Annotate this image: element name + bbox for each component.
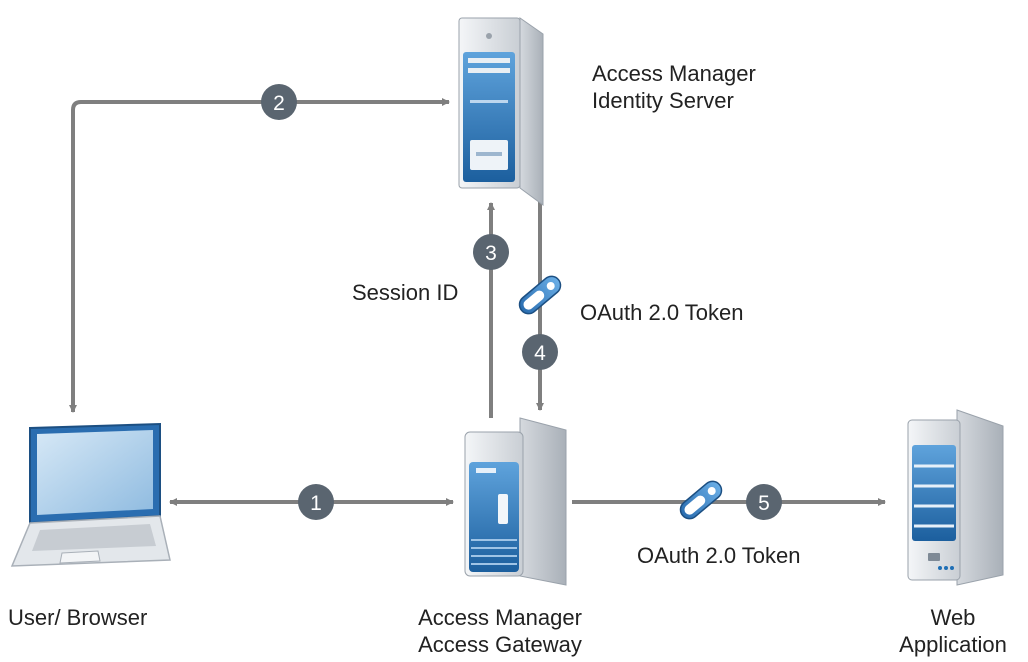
step-badge-3: 3 [473,234,509,270]
identity-server-label-line2: Identity Server [592,88,734,113]
step-number-2: 2 [273,92,285,115]
access-gateway-label-line2: Access Gateway [418,632,582,657]
identity-server-label-line1: Access Manager [592,61,756,86]
oauth-token-label-vertical: OAuth 2.0 Token [580,300,744,325]
access-gateway-label-line1: Access Manager [418,605,582,630]
web-application-icon [907,409,1004,586]
step-number-5: 5 [758,492,770,515]
identity-server-icon [458,17,544,206]
oauth-token-icon [518,275,562,315]
step-badge-2: 2 [261,84,297,120]
web-application-label-line1: Web [930,605,976,630]
step-badge-4: 4 [522,334,558,370]
web-application-label-line2: Application [899,632,1007,657]
identity-server-label: Access Manager Identity Server [592,60,756,114]
access-gateway-icon [464,417,567,586]
oauth-token-icon [679,480,723,520]
step-number-1: 1 [310,492,322,515]
step-badge-1: 1 [298,484,334,520]
session-id-label: Session ID [352,280,459,305]
web-application-label: Web Application [888,604,1018,658]
user-browser-label: User/ Browser [8,605,148,630]
step-badge-5: 5 [746,484,782,520]
access-gateway-label: Access Manager Access Gateway [390,604,610,658]
oauth-token-label-horizontal: OAuth 2.0 Token [637,543,801,568]
laptop-icon [10,422,171,567]
step-number-3: 3 [485,242,497,265]
step-number-4: 4 [534,342,546,365]
arrow-step-2 [69,98,450,413]
